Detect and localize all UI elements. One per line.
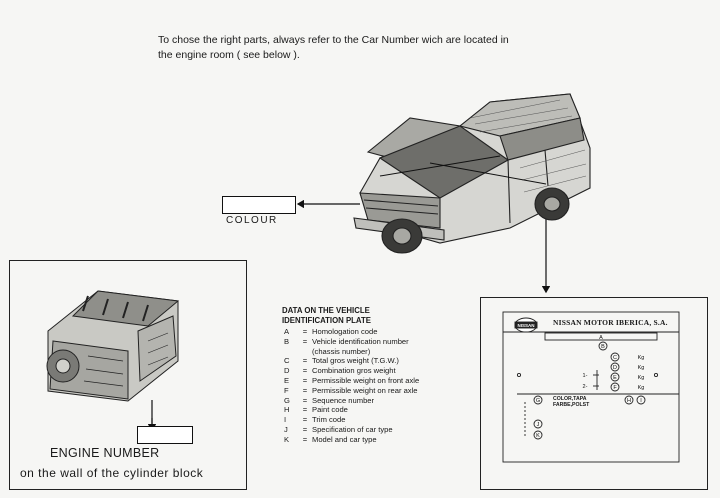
identification-plate-panel: A B C D E F G H I J K Kg Kg Kg Kg 1- 2- … (480, 297, 708, 490)
plate-brand: NISSAN MOTOR IBERICA, S.A. (553, 318, 668, 327)
plate-letter-b: B (601, 344, 605, 350)
plate-kg-f: Kg (638, 385, 645, 391)
legend-item: F=Permissible weight on rear axle (282, 386, 482, 396)
colour-label: COLOUR (226, 215, 278, 226)
legend-item: J=Specification of car type (282, 425, 482, 435)
legend-item: I=Trim code (282, 415, 482, 425)
plate-letter-c: C (613, 355, 617, 361)
legend-title-line-1: DATA ON THE VEHICLE (282, 306, 482, 316)
engine-illustration (28, 271, 188, 421)
plate-kg-e: Kg (638, 375, 645, 381)
engine-number-panel: ENGINE NUMBER on the wall of the cylinde… (9, 260, 247, 490)
legend-item: D=Combination gros weight (282, 366, 482, 376)
plate-colour-line-2: FARBE,POLST (553, 402, 589, 408)
engine-number-location: on the wall of the cylinder block (20, 466, 203, 480)
legend-item-note: (chassis number) (282, 347, 482, 357)
plate-row-num-1: 1- (583, 373, 588, 379)
colour-code-box (222, 196, 296, 214)
plate-colour-label: COLOR,TAPA FARBE,POLST (553, 396, 589, 408)
legend-item: B=Vehicle identification number (282, 337, 482, 347)
plate-letter-k: K (536, 433, 540, 439)
legend-item: K=Model and car type (282, 435, 482, 445)
plate-letter-h: H (627, 398, 631, 404)
legend-item: E=Permissible weight on front axle (282, 376, 482, 386)
legend-item: C=Total gros weight (T.G.W.) (282, 356, 482, 366)
plate-letter-f: F (613, 385, 617, 391)
plate-logo-text: NISSAN (517, 323, 534, 328)
legend-list: A=Homologation code B=Vehicle identifica… (282, 327, 482, 445)
engine-number-box (137, 426, 193, 444)
plate-letter-g: G (536, 398, 540, 404)
plate-kg-c: Kg (638, 355, 645, 361)
vehicle-plate-legend: DATA ON THE VEHICLE IDENTIFICATION PLATE… (282, 306, 482, 445)
legend-title-line-2: IDENTIFICATION PLATE (282, 316, 482, 326)
legend-item: G=Sequence number (282, 396, 482, 406)
plate-letter-a: A (599, 335, 603, 341)
plate-letter-i: I (640, 398, 642, 404)
plate-row-num-2: 2- (583, 384, 588, 390)
legend-item: H=Paint code (282, 405, 482, 415)
plate-letter-d: D (613, 365, 617, 371)
plate-letter-j: J (537, 422, 540, 428)
car-illustration (340, 88, 600, 263)
legend-item: A=Homologation code (282, 327, 482, 337)
plate-kg-d: Kg (638, 365, 645, 371)
plate-letter-e: E (613, 375, 617, 381)
engine-number-title: ENGINE NUMBER (50, 446, 159, 460)
legend-title: DATA ON THE VEHICLE IDENTIFICATION PLATE (282, 306, 482, 326)
